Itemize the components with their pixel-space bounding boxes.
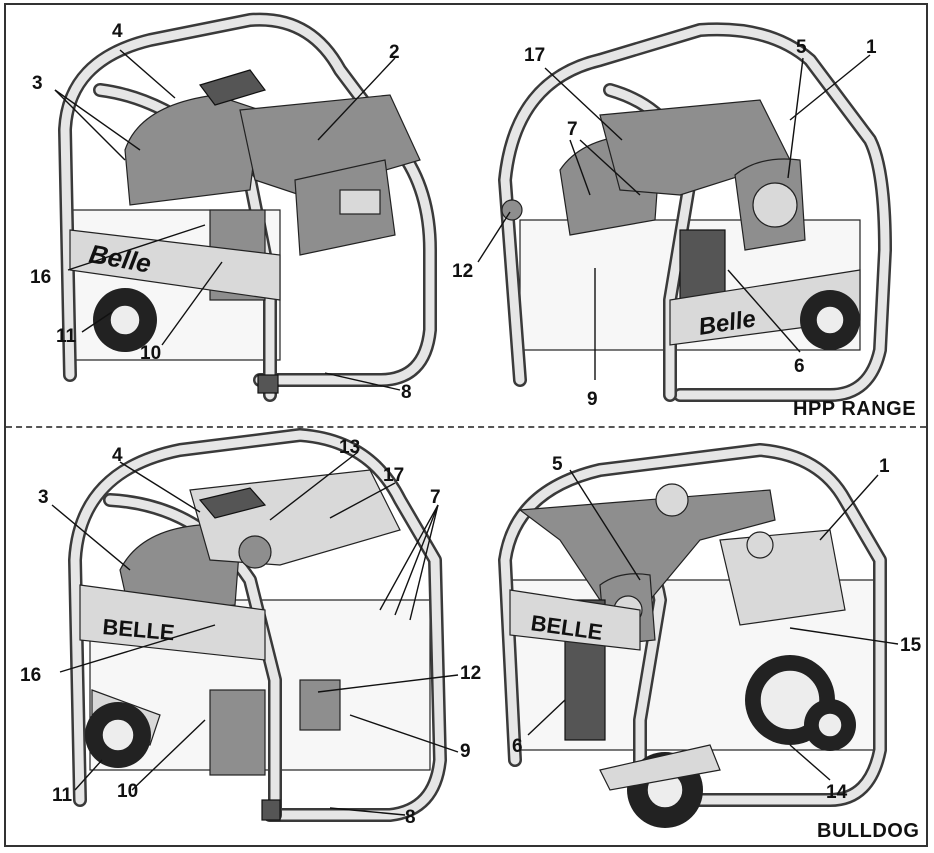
callout-hpp-right-6: 9: [587, 389, 598, 410]
callout-bulldog-left-0: 4: [112, 445, 123, 466]
callout-bulldog-left-4: 3: [38, 487, 49, 508]
callout-bulldog-left-1: 13: [339, 437, 361, 458]
callout-bulldog-left-3: 7: [430, 487, 441, 508]
callout-hpp-right-1: 5: [796, 37, 807, 58]
bulldog-right-illustration: BELLE: [498, 443, 899, 828]
callout-hpp-left-0: 4: [112, 21, 123, 42]
callout-hpp-right-5: 6: [794, 356, 805, 377]
hpp-right-illustration: Belle: [477, 22, 892, 402]
callout-bulldog-left-9: 10: [117, 781, 139, 802]
callout-hpp-left-1: 2: [389, 42, 400, 63]
callout-bulldog-left-2: 17: [383, 465, 405, 486]
callout-bulldog-left-5: 16: [20, 665, 42, 686]
callout-hpp-left-6: 8: [401, 382, 412, 403]
callout-hpp-right-2: 1: [866, 37, 877, 58]
callout-bulldog-right-1: 1: [879, 456, 890, 477]
callout-bulldog-right-4: 14: [826, 782, 848, 803]
callout-hpp-right-0: 17: [524, 45, 546, 66]
callout-bulldog-left-6: 12: [460, 663, 482, 684]
callout-hpp-left-3: 16: [30, 267, 52, 288]
callout-bulldog-left-10: 8: [405, 807, 416, 828]
callout-bulldog-right-0: 5: [552, 454, 563, 475]
callout-bulldog-right-3: 6: [512, 736, 523, 757]
callout-bulldog-left-7: 9: [460, 741, 471, 762]
section-divider: [6, 426, 926, 428]
callout-hpp-left-2: 3: [32, 73, 43, 94]
hpp-left-illustration: Belle: [54, 12, 437, 402]
bulldog-left-illustration: BELLE: [51, 428, 459, 822]
callout-hpp-right-4: 12: [452, 261, 474, 282]
callout-hpp-left-5: 10: [140, 343, 162, 364]
section-label-hpp-range: HPP RANGE: [793, 398, 917, 420]
figure-border: [4, 3, 928, 847]
callout-bulldog-right-2: 15: [900, 635, 922, 656]
callout-hpp-left-4: 11: [56, 326, 77, 347]
section-label-bulldog: BULLDOG: [817, 820, 920, 842]
callout-bulldog-left-8: 11: [52, 785, 73, 806]
callout-hpp-right-3: 7: [567, 119, 578, 140]
